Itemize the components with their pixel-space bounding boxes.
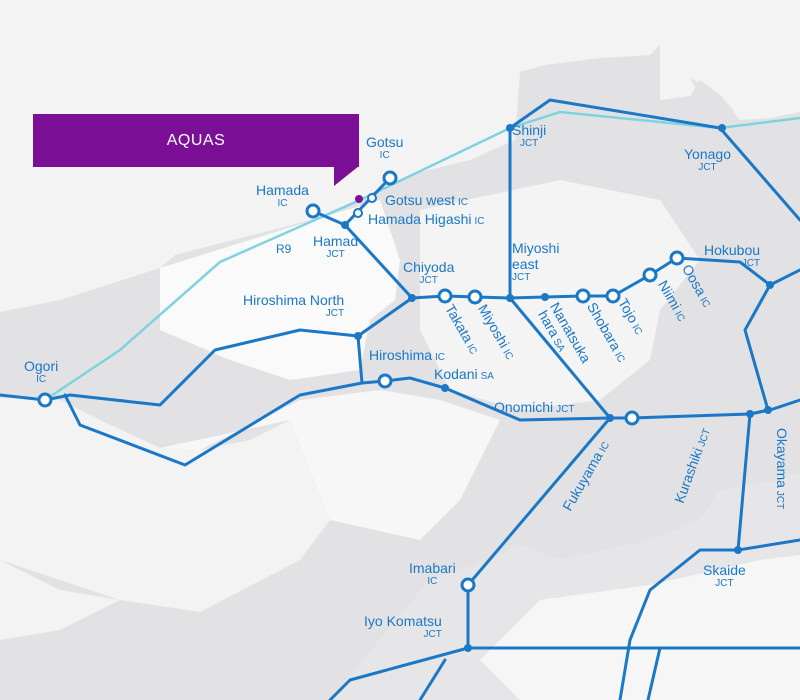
jct-skaide — [734, 546, 742, 554]
jct-miyoshi-east — [506, 294, 514, 302]
ic-hiroshima — [377, 373, 393, 389]
jct-chiyoda — [408, 294, 416, 302]
route-shinji-yonago — [508, 98, 800, 222]
jct-onomichi — [606, 414, 614, 422]
route-south — [418, 658, 447, 700]
sa-nanatsuka — [541, 293, 549, 301]
jct-shinji — [506, 124, 514, 132]
land-light-2 — [420, 180, 700, 410]
jct-hiroshima-north — [354, 332, 362, 340]
junction-dots — [341, 124, 774, 652]
ic-hamada-higashi — [353, 208, 363, 218]
ic-fukuyama — [624, 410, 640, 426]
aquas-banner: AQUAS — [33, 114, 359, 167]
route-sanyo-west — [63, 381, 364, 467]
route-okayama — [736, 283, 800, 552]
jct-iyo-komatsu — [464, 644, 472, 652]
label-okayama: OkayamaJCT — [774, 428, 790, 510]
jct-okayama — [764, 406, 772, 414]
route-south-2 — [646, 646, 662, 700]
ic-gotsu — [382, 170, 398, 186]
route-miyoshi-onomichi — [508, 296, 612, 420]
ic-takata — [437, 288, 453, 304]
jct-kurashiki — [746, 410, 754, 418]
island — [0, 560, 120, 640]
jct-hokubou — [766, 281, 774, 289]
jct-yonago — [718, 124, 726, 132]
ic-tojo — [605, 288, 621, 304]
ic-imabari — [460, 577, 476, 593]
ic-shobara — [575, 288, 591, 304]
ic-oosa — [669, 250, 685, 266]
sa-kodani — [441, 384, 449, 392]
label-r9: R9 — [276, 242, 292, 256]
jct-hamada — [341, 221, 349, 229]
aquas-title: AQUAS — [166, 132, 226, 149]
route-skaide — [618, 548, 740, 700]
interchange-rings — [37, 170, 685, 593]
small-rings — [353, 193, 377, 218]
ic-miyoshi — [467, 289, 483, 305]
aquas-pointer — [334, 166, 359, 186]
route-iyo — [328, 646, 800, 700]
land-shikoku-light — [480, 555, 800, 700]
aquas-marker — [355, 195, 363, 203]
r9-route — [44, 110, 800, 402]
ic-hamada — [305, 203, 321, 219]
ic-ogori — [37, 392, 53, 408]
ic-niimi — [642, 267, 658, 283]
ic-gotsu-west — [367, 193, 377, 203]
land-north-spit — [690, 78, 735, 120]
